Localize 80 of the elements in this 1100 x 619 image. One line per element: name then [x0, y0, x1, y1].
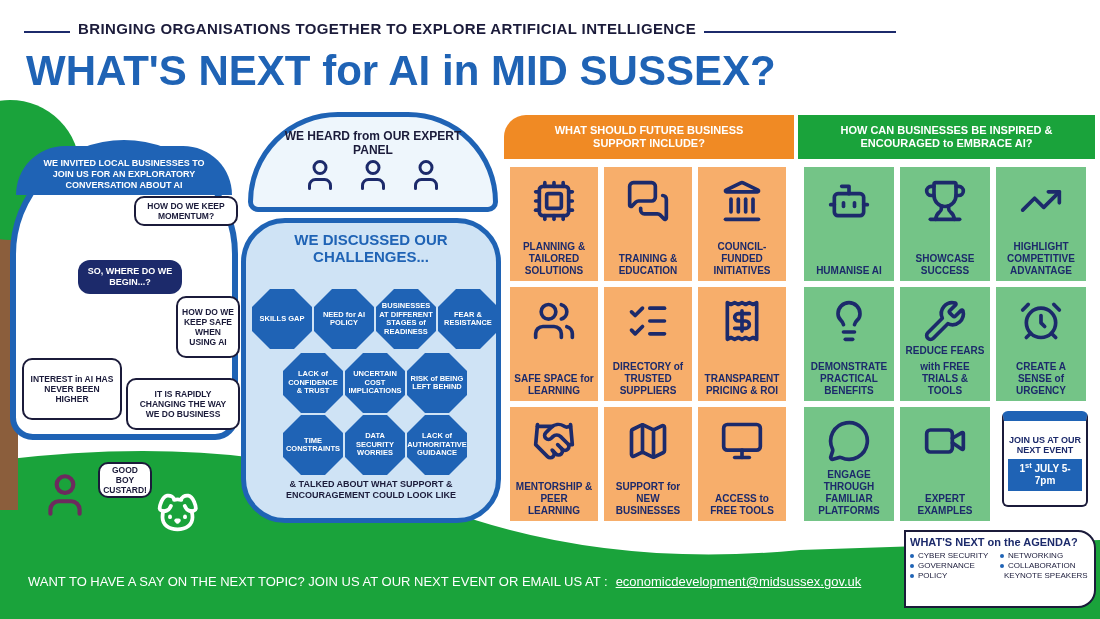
card-title: ACCESS to FREE TOOLS [709, 493, 775, 517]
list-item: COLLABORATION [1008, 561, 1076, 571]
idea-card [900, 287, 990, 401]
card-title: EXPERT EXAMPLES [916, 493, 974, 517]
list-item: NETWORKING [1008, 551, 1064, 561]
calendar-text: JOIN US AT OUR NEXT EVENT [1008, 435, 1082, 455]
speech-text: GOOD BOY CUSTARD! [103, 465, 147, 495]
list-item: CYBER SECURITY [918, 551, 989, 561]
speech-bubble [134, 196, 238, 226]
idea-card [510, 167, 598, 281]
panel-heading: WE DISCUSSED OUR CHALLENGES... [293, 231, 449, 265]
idea-card [698, 407, 786, 521]
idea-card [698, 167, 786, 281]
octagon-badge [407, 415, 467, 475]
list-item: GOVERNANCE [918, 561, 975, 571]
idea-card [996, 167, 1086, 281]
sign-heading: WHAT'S NEXT on the AGENDA? [910, 536, 1079, 549]
idea-card [900, 407, 990, 521]
panel-footnote: & TALKED ABOUT WHAT SUPPORT & ENCOURAGEMENT COULD LOOK LIKE [285, 479, 457, 501]
octagon-badge [345, 353, 405, 413]
card-title: HIGHLIGHT COMPETITIVE ADVANTAGE [1006, 241, 1076, 277]
speech-text: HOW DO WE KEEP SAFE WHEN USING AI [182, 307, 234, 347]
octagon-badge [283, 415, 343, 475]
footer-text: WANT TO HAVE A SAY ON THE NEXT TOPIC? JOIN US AT OUR NEXT EVENT OR EMAIL US AT : [28, 574, 608, 590]
section-heading: WHAT SHOULD FUTURE BUSINESS SUPPORT INCLUDE? [553, 124, 745, 150]
card-title: CREATE A SENSE of URGENCY [1015, 361, 1067, 397]
card-title: MENTORSHIP & PEER LEARNING [514, 481, 594, 517]
idea-card [900, 167, 990, 281]
speech-bubble [78, 260, 182, 294]
card-title: with FREE TRIALS & TOOLS [919, 361, 971, 397]
speech-text: IT IS RAPIDLY CHANGING THE WAY WE DO BUSINESS [138, 389, 228, 419]
panel-heading: WE HEARD from OUR EXPERT PANEL [283, 129, 463, 157]
card-title: DIRECTORY of TRUSTED SUPPLIERS [611, 361, 685, 397]
idea-card [804, 167, 894, 281]
main-title: WHAT'S NEXT for AI in MID SUSSEX? [26, 46, 776, 96]
card-title: SHOWCASE SUCCESS [914, 253, 976, 277]
speech-bubble [22, 358, 122, 420]
calendar [1002, 411, 1088, 507]
idea-card [604, 287, 692, 401]
card-title: COUNCIL-FUNDED INITIATIVES [712, 241, 772, 277]
date-text: 1$^{st}$ JULY 5-7pm [1008, 459, 1082, 491]
section-heading: HOW CAN BUSINESSES BE INSPIRED & ENCOURAGED to EMBRACE AI? [839, 124, 1054, 150]
email-link: economicdevelopment@midsussex.gov.uk [615, 574, 862, 590]
idea-card [804, 287, 894, 401]
signpost [904, 530, 1096, 608]
speech-text: SO, WHERE DO WE BEGIN...? [86, 266, 174, 288]
octagon-badge [438, 289, 498, 349]
card-title: HUMANISE AI [816, 265, 882, 277]
card-title: REDUCE FEARS [905, 345, 985, 357]
header-banner [798, 115, 1095, 159]
list-item: POLICY [918, 571, 948, 581]
card-title: ENGAGE THROUGH FAMILIAR PLATFORMS [817, 469, 881, 517]
octagon-badge [407, 353, 467, 413]
arc-heading: WE INVITED LOCAL BUSINESSES TO JOIN US FOR AN EXPLORATORY CONVERSATION ABOUT AI [16, 146, 232, 195]
octagon-badge [252, 289, 312, 349]
card-title: PLANNING & TAILORED SOLUTIONS [521, 241, 587, 277]
arc-panel [10, 140, 238, 440]
card-title: SUPPORT for NEW BUSINESSES [614, 481, 682, 517]
idea-card [510, 407, 598, 521]
idea-card [698, 287, 786, 401]
rounded-panel [241, 218, 501, 523]
speech-text: INTEREST in AI HAS NEVER BEEN HIGHER [29, 374, 115, 404]
card-title: TRANSPARENT PRICING & ROI [703, 373, 781, 397]
speech-bubble [126, 378, 240, 430]
octagon-badge [345, 415, 405, 475]
header-banner [504, 115, 794, 159]
idea-card [804, 407, 894, 521]
idea-card [996, 287, 1086, 401]
card-title: SAFE SPACE for LEARNING [514, 373, 594, 397]
idea-card [604, 167, 692, 281]
octagon-badge [376, 289, 436, 349]
card-title: DEMONSTRATE PRACTICAL BENEFITS [809, 361, 889, 397]
idea-card [510, 287, 598, 401]
octagon-badge [283, 353, 343, 413]
list-item: KEYNOTE SPEAKERS [1004, 571, 1088, 581]
idea-card [604, 407, 692, 521]
card-title: TRAINING & EDUCATION [617, 253, 679, 277]
speech-bubble [176, 296, 240, 358]
speech-text: HOW DO WE KEEP MOMENTUM? [146, 201, 226, 221]
octagon-badge [314, 289, 374, 349]
